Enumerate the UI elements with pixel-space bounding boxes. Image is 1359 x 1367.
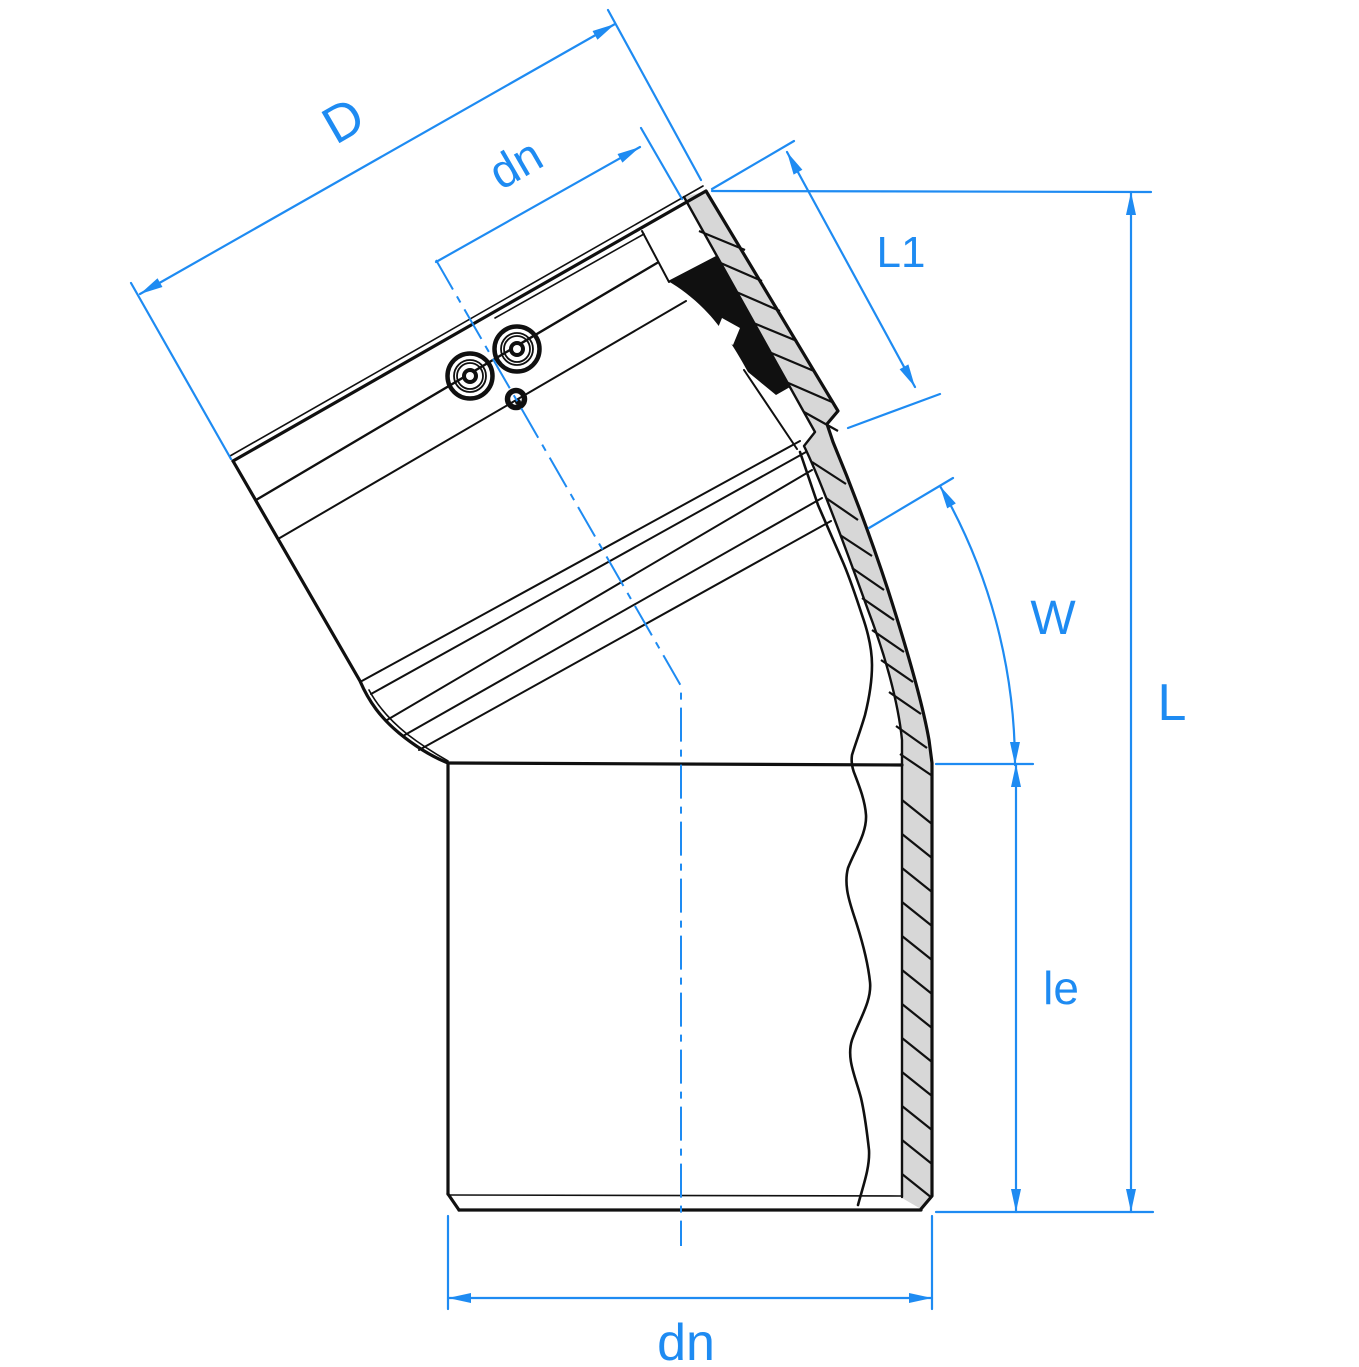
dimension-d: D [129,8,703,461]
upper-socket-left-wall [231,459,450,765]
dimension-w: W [867,476,1076,767]
dimension-l1: L1 [710,139,942,430]
dimension-label-dn-bottom: dn [657,1314,715,1367]
mouth-rim-line [231,189,708,463]
section-wall-fill [684,191,932,1209]
dimension-label-dn-top: dn [479,127,551,199]
bore-corner-line [641,230,670,283]
l1-extension-bottom [846,392,942,430]
terminal-row-line [254,261,659,502]
fusion-terminals [445,324,542,411]
shoulder-line [446,761,904,767]
socket-step-line-1 [386,469,813,721]
d-extension-right [606,8,703,182]
dimension-label-w: W [1030,592,1076,645]
d-extension-left [129,281,233,461]
section-wall-band [682,189,934,1211]
socket-step-line-3 [418,520,832,751]
fusion-zone-line-1 [359,440,801,683]
l-extension-top [710,189,1153,194]
bore-cavity-notch [715,318,740,345]
bore-shoulder-line [277,300,687,540]
dimension-le: le [934,762,1079,1214]
break-line [798,450,874,1207]
dimension-dn-top: dn [434,126,684,264]
dimension-l: L [710,189,1187,1214]
l1-extension-top [710,139,796,191]
upper-socket-left-wall-inner [368,689,449,762]
w-arc-dimension-line [938,484,1020,767]
d-dimension-line [138,22,617,296]
bore-step-edge [743,369,798,450]
mouth-inner-chamfer-line [494,233,645,319]
fusion-zone-line-2 [370,451,807,695]
terminal-pin-right [492,324,542,374]
fitting-outline [229,185,923,1212]
dimension-label-d: D [313,87,375,156]
mouth-rim-thin-line [229,185,704,457]
dimension-label-l: L [1158,674,1187,732]
bottom-inner-line [447,1194,902,1197]
dimension-dn-bottom: dn [446,1214,934,1367]
bottom-left-chamfer [446,1192,461,1212]
dimension-label-l1: L1 [877,228,926,277]
centerline [435,259,682,1246]
socket-step-line-2 [402,497,823,737]
dimension-label-le: le [1043,962,1079,1014]
section-wall-inner-edge [682,195,904,1199]
section-wall-outer-edge [704,189,934,1211]
dn-top-extension-right [639,126,684,201]
dn-top-dimension-line [434,145,642,264]
terminal-pin-left [445,351,495,401]
